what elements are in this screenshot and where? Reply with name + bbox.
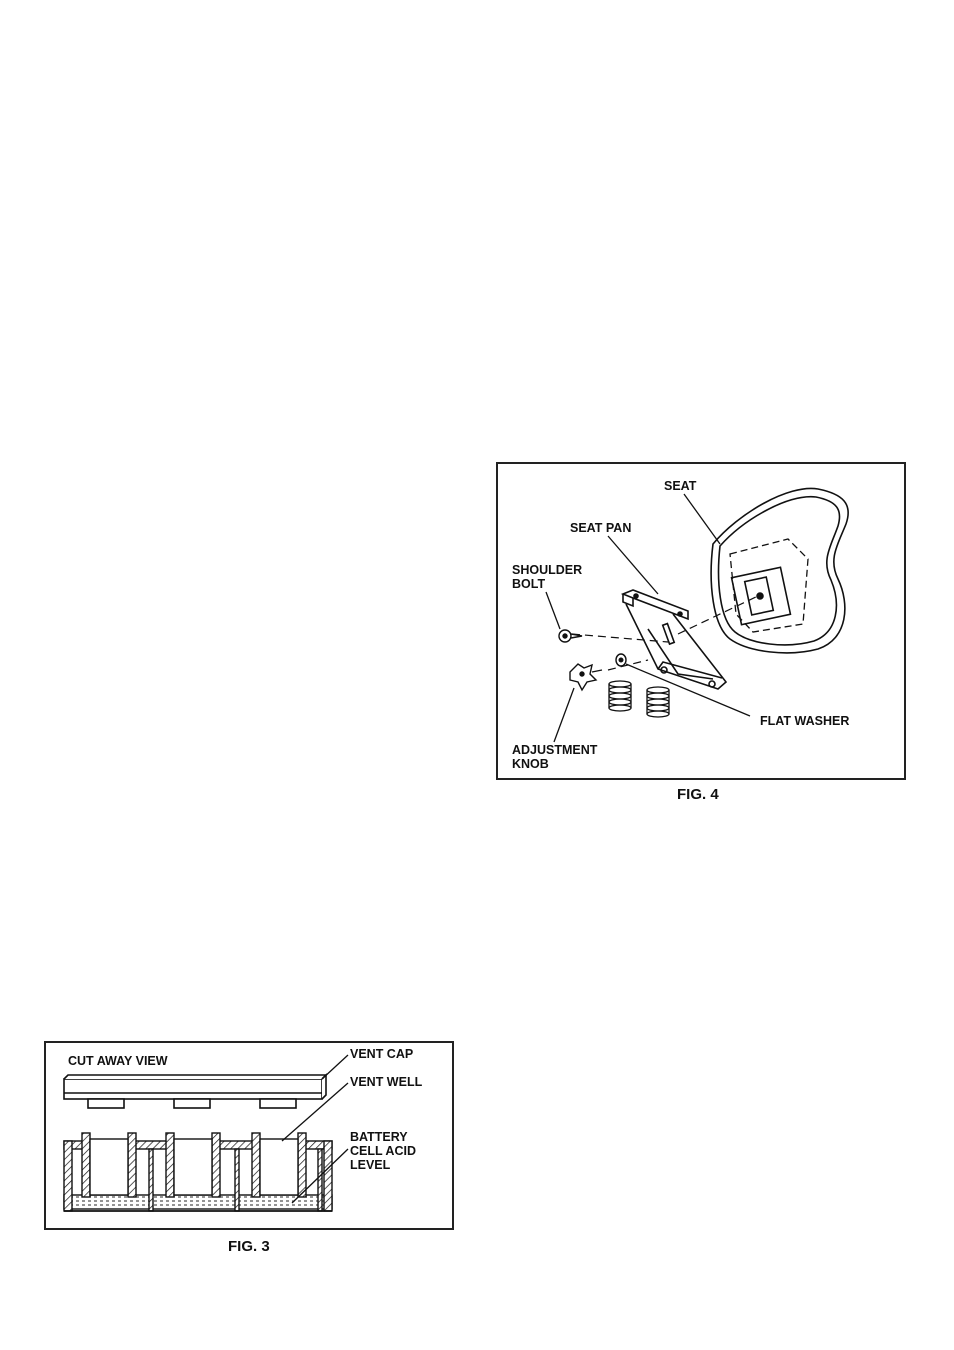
adjustment-knob-shape [570, 664, 602, 690]
battery-cutaway-figure: CUT AWAY VIEW VENT CAP VENT WELL BATTERY… [44, 1041, 454, 1230]
battery-cutaway-drawing: CUT AWAY VIEW VENT CAP VENT WELL BATTERY… [46, 1043, 452, 1228]
adjustment-knob-label-line1: ADJUSTMENT [512, 743, 598, 757]
vent-well-2 [166, 1133, 220, 1197]
battery-label-line1: BATTERY [350, 1130, 408, 1144]
seat-pan-label: SEAT PAN [570, 521, 631, 535]
fig4-caption: FIG. 4 [677, 786, 719, 803]
flat-washer-label: FLAT WASHER [760, 714, 849, 728]
shoulder-bolt-shape [559, 630, 582, 642]
vent-cap-shape [64, 1075, 326, 1108]
seat-label: SEAT [664, 479, 697, 493]
shoulder-bolt-label-line2: BOLT [512, 577, 545, 591]
fig3-caption: FIG. 3 [228, 1238, 270, 1255]
shoulder-bolt-label-line1: SHOULDER [512, 563, 582, 577]
vent-well-3 [252, 1133, 306, 1197]
vent-well-label: VENT WELL [350, 1075, 423, 1089]
vent-cap-label: VENT CAP [350, 1047, 413, 1061]
cut-away-view-label: CUT AWAY VIEW [68, 1054, 168, 1068]
adjustment-knob-label-line2: KNOB [512, 757, 549, 771]
seat-assembly-figure: SEAT SEAT PAN SHOULDER BOLT FLAT WASHER … [496, 462, 906, 780]
vent-well-1 [82, 1133, 136, 1197]
spring-right [647, 687, 669, 717]
seat-shape [711, 488, 848, 652]
battery-body-shape [64, 1133, 332, 1211]
seat-assembly-drawing: SEAT SEAT PAN SHOULDER BOLT FLAT WASHER … [498, 464, 904, 778]
battery-label-line3: LEVEL [350, 1158, 391, 1172]
battery-label-line2: CELL ACID [350, 1144, 416, 1158]
springs-shape [609, 681, 669, 717]
spring-left [609, 681, 631, 711]
flat-washer-shape [616, 654, 626, 666]
